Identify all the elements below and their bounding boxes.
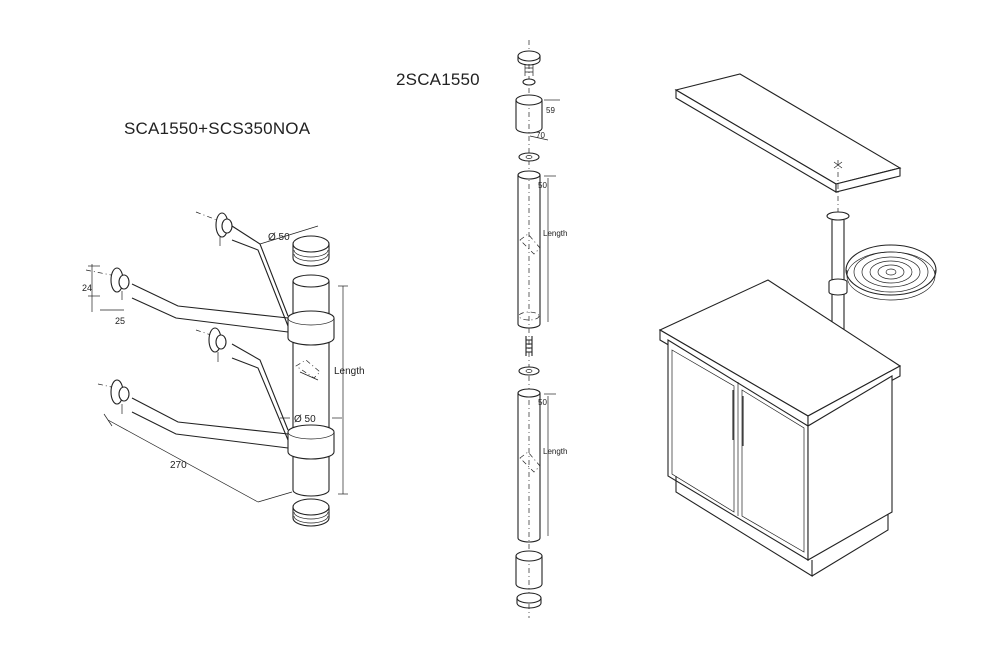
mid-pole2-dia-label: 50 xyxy=(538,398,547,407)
left-arm-4 xyxy=(97,379,289,449)
left-top-cap xyxy=(292,235,330,267)
middle-assembly: 59 70 50 Length xyxy=(515,40,567,618)
middle-base-plate xyxy=(516,592,542,609)
left-dia-mid-label: Ø 50 xyxy=(294,414,316,425)
middle-pole-1 xyxy=(517,170,556,329)
middle-assembly-title: 2SCA1550 xyxy=(396,70,480,89)
left-sleeve-lower xyxy=(287,424,335,460)
middle-washer-1 xyxy=(518,152,540,162)
left-bottom-cap xyxy=(292,498,330,527)
right-iso-view xyxy=(658,73,937,577)
mid-pole1-dia-label: 50 xyxy=(538,181,547,190)
upper-wire-basket xyxy=(845,244,937,301)
left-dia-top-label: Ø 50 xyxy=(268,232,290,243)
middle-top-sleeve xyxy=(515,94,560,141)
mid-top-59-label: 59 xyxy=(546,106,555,115)
mid-pole2-length-label: Length xyxy=(543,447,567,456)
left-length-label: Length xyxy=(334,366,365,377)
base-cabinet xyxy=(658,279,902,577)
left-sleeve-upper xyxy=(287,310,335,346)
left-height-label: 24 xyxy=(82,283,92,293)
left-arm-1 xyxy=(195,211,289,327)
mid-top-70-label: 70 xyxy=(536,131,545,140)
left-arm-3 xyxy=(195,327,289,441)
left-assembly-title: SCA1550+SCS350NOA xyxy=(124,119,311,138)
middle-top-knob xyxy=(517,50,541,86)
floating-shelf xyxy=(674,73,902,214)
left-width-label: 25 xyxy=(115,316,125,326)
left-dimensions xyxy=(88,225,348,503)
middle-connector-bolt xyxy=(525,336,533,356)
left-arm-length-label: 270 xyxy=(170,460,187,471)
mid-pole1-length-label: Length xyxy=(543,229,567,238)
middle-washer-2 xyxy=(518,366,540,376)
left-arm-2 xyxy=(85,267,289,333)
middle-pole-2 xyxy=(517,388,556,543)
left-assembly: Ø 50 Length Ø 50 24 25 270 xyxy=(82,211,365,527)
left-main-pole xyxy=(292,274,330,497)
middle-bottom-sleeve xyxy=(515,550,543,590)
